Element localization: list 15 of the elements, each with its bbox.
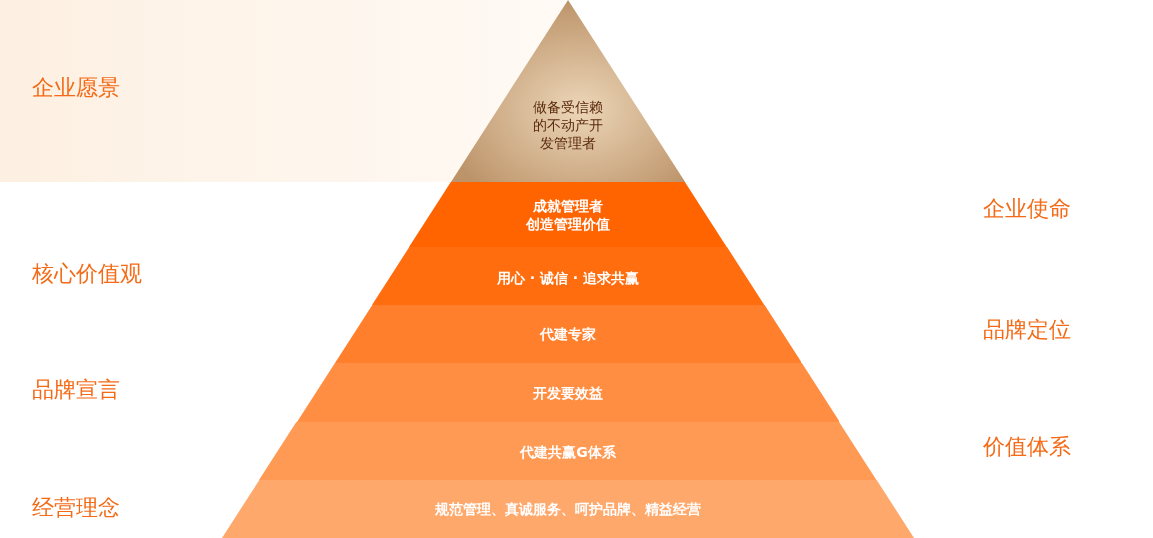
category-label: 品牌宣言	[32, 376, 120, 404]
category-label: 品牌定位	[983, 316, 1071, 344]
category-label: 价值体系	[983, 433, 1071, 461]
category-label: 经营理念	[32, 494, 120, 522]
category-label: 企业使命	[983, 195, 1071, 223]
tier-text: 代建共赢G体系	[520, 442, 616, 461]
category-label: 企业愿景	[32, 74, 120, 102]
tier-text: 用心 · 诚信 · 追求共赢	[496, 268, 640, 287]
tier-text: 成就管理者	[533, 197, 603, 215]
tier-text: 创造管理价值	[526, 215, 610, 233]
tier-text: 代建专家	[540, 324, 596, 343]
category-label: 核心价值观	[32, 260, 142, 288]
tier-text: 开发要效益	[533, 383, 603, 402]
tier-text: 规范管理、真诚服务、呵护品牌、精益经营	[435, 500, 701, 518]
tier-text: 做备受信赖的不动产开发管理者	[532, 98, 604, 152]
